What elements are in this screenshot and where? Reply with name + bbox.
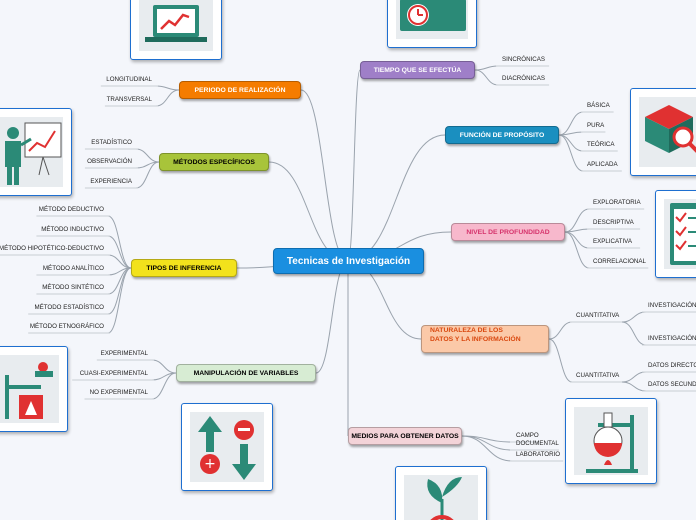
lab-equipment-card [0, 346, 68, 432]
subtopic-label[interactable]: DATOS DIRECTOS [648, 362, 696, 369]
subtopic-label[interactable]: APLICADA [587, 161, 618, 168]
subtopic-label[interactable]: LABORATORIO [516, 451, 560, 458]
topic-label: TIPOS DE INFERENCIA [146, 265, 221, 272]
subtopic-label[interactable]: TEÓRICA [587, 141, 615, 148]
central-topic[interactable]: Tecnicas de Investigación [273, 248, 424, 274]
subtopic-label[interactable]: EXPLICATIVA [593, 238, 632, 245]
subtopic-label[interactable]: DOCUMENTAL [516, 440, 559, 447]
subtopic-label[interactable]: EXPERIENCIA [90, 178, 132, 185]
subtopic-label[interactable]: MÉTODO SINTÉTICO [42, 284, 104, 291]
lab-flask-card [565, 398, 657, 484]
subtopic-label[interactable]: MÉTODO ESTADÍSTICO [34, 304, 104, 311]
topic-label: TIEMPO QUE SE EFECTÚA [374, 67, 462, 74]
topic-tiempo-efectua[interactable]: TIEMPO QUE SE EFECTÚA [360, 61, 475, 79]
subtopic-label[interactable]: CUANTITATIVA [576, 312, 619, 319]
laptop-chart-icon [139, 0, 215, 53]
subtopic-label[interactable]: INVESTIGACIÓN [648, 335, 696, 342]
subtopic-label[interactable]: CUANTITATIVA [576, 372, 619, 379]
plant-card [395, 466, 487, 520]
topic-nivel-profundidad[interactable]: NIVEL DE PROFUNDIDAD [451, 223, 565, 241]
subtopic-label[interactable]: DATOS SECUNDA [648, 381, 696, 388]
subtopic-label[interactable]: MÉTODO HIPOTÉTICO-DEDUCTIVO [0, 245, 104, 252]
checklist-icon [664, 199, 696, 271]
clock-screen-card [387, 0, 477, 48]
subtopic-label[interactable]: PURA [587, 122, 604, 129]
plant-icon [404, 475, 480, 520]
subtopic-label[interactable]: DIACRÓNICAS [502, 75, 545, 82]
topic-label: MANIPULACIÓN DE VARIABLES [194, 370, 299, 377]
subtopic-label[interactable]: MÉTODO ANALÍTICO [43, 265, 104, 272]
subtopic-label[interactable]: MÉTODO INDUCTIVO [41, 226, 104, 233]
teacher-board-icon [0, 117, 65, 189]
book-magnifier-card [630, 88, 696, 176]
subtopic-label[interactable]: CUASI-EXPERIMENTAL [80, 370, 148, 377]
subtopic-label[interactable]: MÉTODO DEDUCTIVO [39, 206, 104, 213]
topic-label-line-1: NATURALEZA DE LOS [430, 326, 503, 335]
topic-label: FUNCIÓN DE PROPÓSITO [460, 132, 544, 139]
central-topic-label: Tecnicas de Investigación [287, 256, 410, 267]
subtopic-label[interactable]: CORRELACIONAL [593, 258, 646, 265]
subtopic-label[interactable]: DESCRIPTIVA [593, 219, 634, 226]
topic-naturaleza-datos[interactable]: NATURALEZA DE LOS DATOS Y LA INFORMACIÓN [421, 325, 549, 353]
subtopic-label[interactable]: CAMPO [516, 432, 539, 439]
lab-equipment-icon [0, 355, 61, 425]
topic-metodos-especificos[interactable]: MÉTODOS ESPECÍFICOS [159, 153, 269, 171]
topic-funcion-proposito[interactable]: FUNCIÓN DE PROPÓSITO [445, 126, 559, 144]
topic-tipos-inferencia[interactable]: TIPOS DE INFERENCIA [131, 259, 237, 277]
topic-label: MEDIOS PARA OBTENER DATOS [351, 433, 458, 440]
subtopic-label[interactable]: OBSERVACIÓN [87, 158, 132, 165]
subtopic-label[interactable]: LONGITUDINAL [106, 76, 152, 83]
subtopic-label[interactable]: MÉTODO ETNOGRÁFICO [30, 323, 104, 330]
topic-label: MÉTODOS ESPECÍFICOS [173, 159, 255, 166]
teacher-board-card [0, 108, 72, 196]
checklist-card [655, 190, 696, 278]
subtopic-label[interactable]: EXPERIMENTAL [101, 350, 148, 357]
topic-label: NIVEL DE PROFUNDIDAD [466, 229, 549, 236]
clock-screen-icon [396, 0, 470, 41]
subtopic-label[interactable]: BÁSICA [587, 102, 610, 109]
lab-flask-icon [574, 407, 650, 477]
arrows-card: + [181, 403, 273, 491]
topic-label: PERIODO DE REALIZACIÓN [194, 87, 285, 94]
topic-manipulacion-variables[interactable]: MANIPULACIÓN DE VARIABLES [176, 364, 316, 382]
subtopic-label[interactable]: ESTADÍSTICO [91, 139, 132, 146]
subtopic-label[interactable]: EXPLORATORIA [593, 199, 641, 206]
subtopic-label[interactable]: SINCRÓNICAS [502, 56, 545, 63]
laptop-chart-card [130, 0, 222, 60]
svg-text:+: + [204, 456, 216, 472]
topic-medios-obtener-datos[interactable]: MEDIOS PARA OBTENER DATOS [348, 427, 462, 445]
topic-label-line-2: DATOS Y LA INFORMACIÓN [430, 335, 521, 344]
topic-periodo-realizacion[interactable]: PERIODO DE REALIZACIÓN [179, 81, 301, 99]
arrows-plus-minus-icon: + [190, 412, 266, 484]
subtopic-label[interactable]: NO EXPERIMENTAL [90, 389, 148, 396]
subtopic-label[interactable]: INVESTIGACIÓN [648, 302, 696, 309]
book-magnifier-icon [639, 97, 696, 169]
subtopic-label[interactable]: TRANSVERSAL [107, 96, 152, 103]
